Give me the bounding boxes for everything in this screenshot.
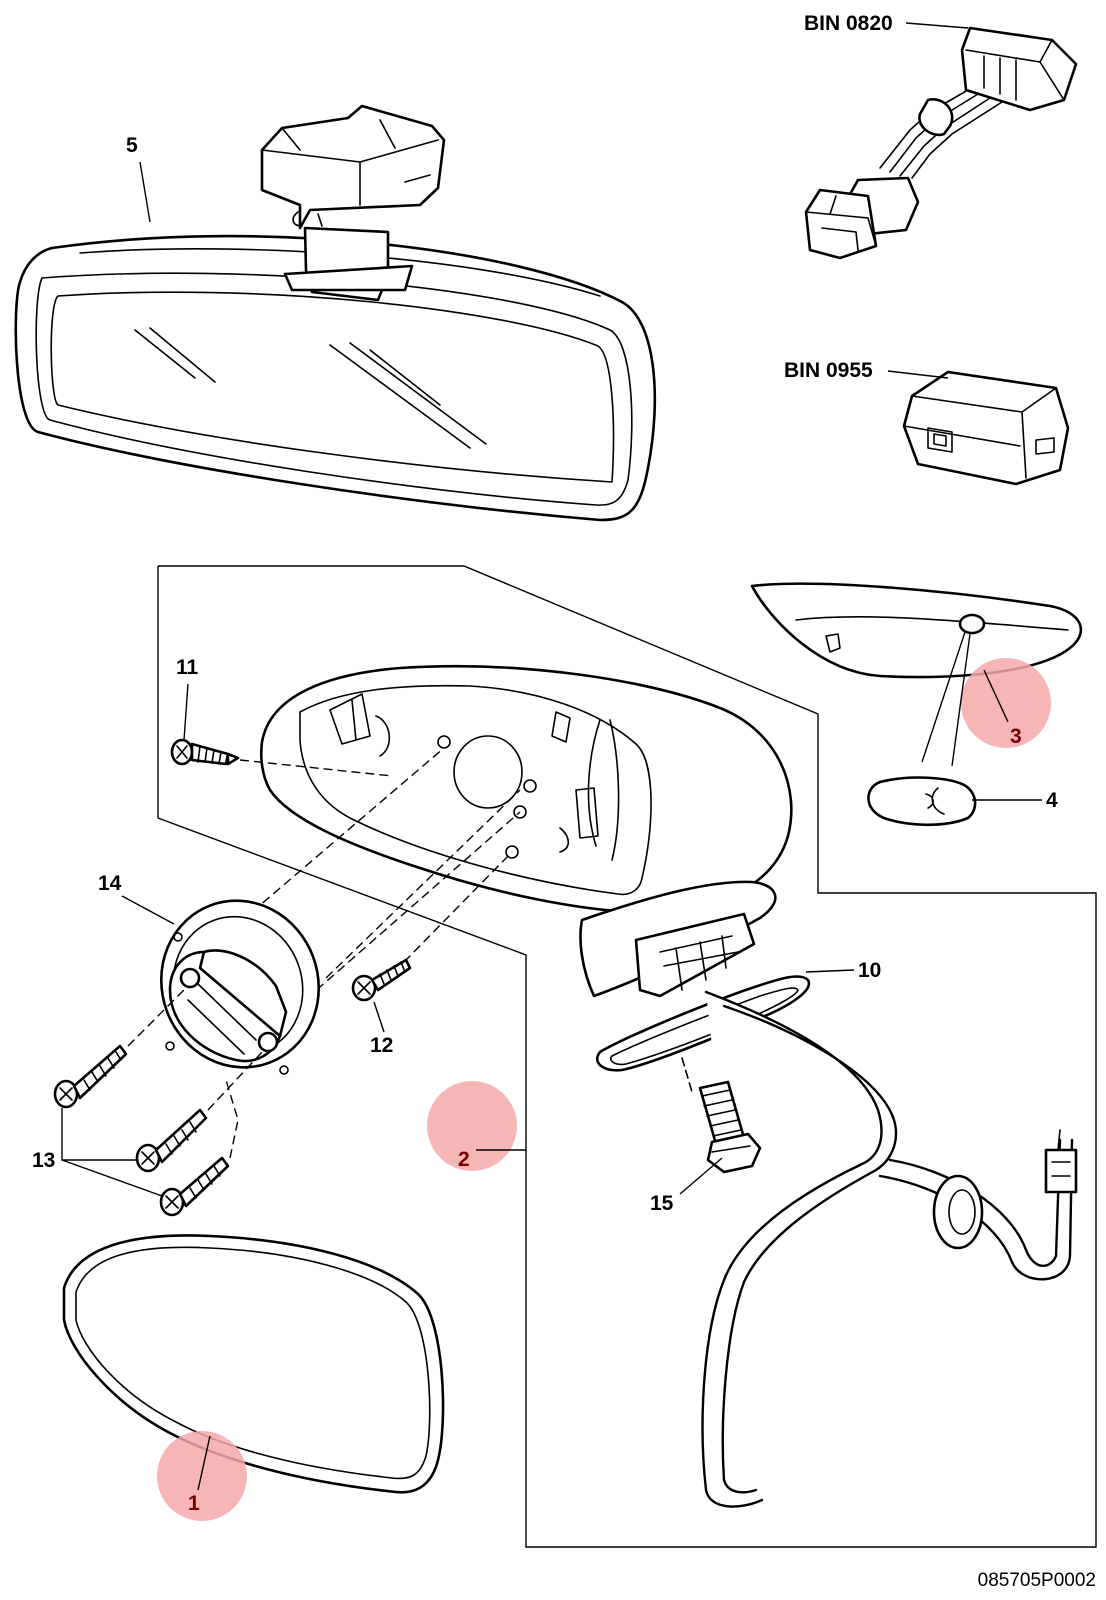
callout-1: 1 [188,1492,200,1515]
screw-13a[interactable] [53,1044,128,1109]
screw-13b[interactable] [135,1108,208,1173]
hotspot-3[interactable] [961,658,1051,748]
hotspot-2[interactable] [427,1081,517,1171]
callout-13: 13 [32,1149,55,1172]
mirror-glass[interactable] [62,1234,445,1494]
figure-reference: 085705P0002 [978,1570,1096,1591]
bulb[interactable] [867,631,977,827]
callout-15: 15 [650,1192,674,1215]
exterior-mirror-housing[interactable] [259,664,793,998]
gasket[interactable] [595,975,811,1072]
callout-10: 10 [858,959,881,982]
mounting-plate[interactable] [138,878,342,1089]
hex-bolt[interactable] [681,1057,762,1174]
callout-2: 2 [458,1148,470,1171]
screw-13c[interactable] [159,1156,230,1217]
bin-0955-label: BIN 0955 [784,359,873,382]
bin-0820-label: BIN 0820 [804,12,893,35]
callout-4: 4 [1046,789,1058,812]
screw-11[interactable] [170,738,240,766]
interior-mirror[interactable] [14,104,657,522]
harness-cable[interactable] [701,990,1078,1508]
module-0955[interactable] [902,370,1070,486]
turn-signal-lens[interactable] [750,582,1083,679]
callout-12: 12 [370,1034,393,1057]
hotspot-1[interactable] [157,1431,247,1521]
callout-3: 3 [1010,725,1022,748]
callout-14: 14 [98,872,122,895]
callout-11: 11 [176,656,199,679]
group-frame [157,565,1097,1548]
callout-5: 5 [126,134,138,157]
screw-12[interactable] [351,958,412,1002]
harness-connector-0820[interactable] [804,26,1078,260]
leader-11 [239,759,393,777]
